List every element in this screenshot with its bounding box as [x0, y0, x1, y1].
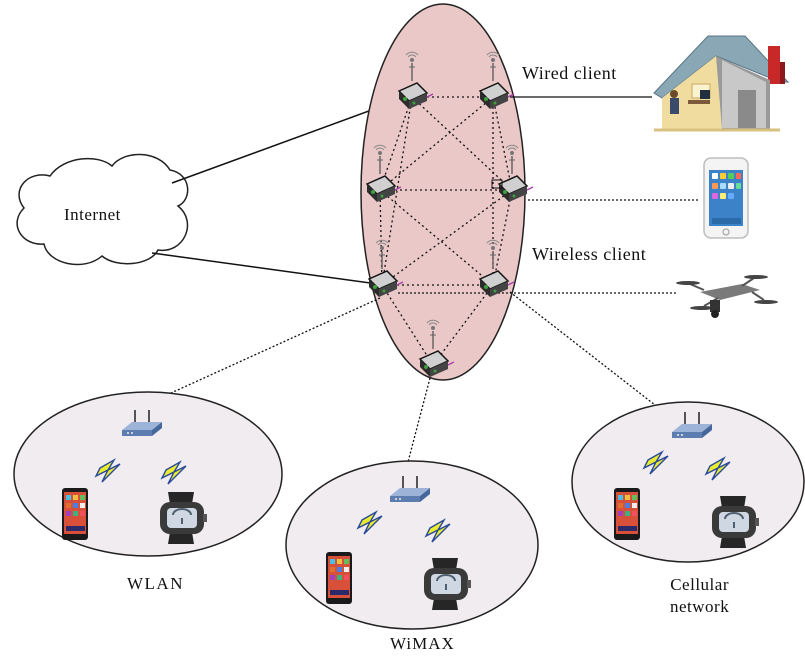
wimax-label: WiMAX [390, 634, 455, 653]
wireless-client-label: Wireless client [532, 244, 647, 264]
cellular-cell [571, 401, 805, 563]
drone-icon [676, 275, 778, 318]
wired-client-label: Wired client [522, 63, 617, 83]
internet-cloud-icon [16, 153, 189, 266]
mesh-links [379, 96, 513, 366]
smartphone-icon [62, 488, 88, 540]
cellular-label-line1: Cellular [670, 575, 729, 594]
wlan-cell [13, 391, 283, 557]
smartphone-icon [326, 552, 352, 604]
smartphone-icon [703, 157, 749, 239]
wlan-label: WLAN [127, 574, 184, 593]
house-icon [653, 35, 790, 132]
client-links [137, 96, 698, 463]
wimax-cell [285, 460, 539, 630]
cellular-label-line2: network [670, 597, 730, 616]
internet-label: Internet [64, 205, 121, 224]
cellular-network-label: Cellular network [670, 574, 729, 618]
smartphone-icon [614, 488, 640, 540]
